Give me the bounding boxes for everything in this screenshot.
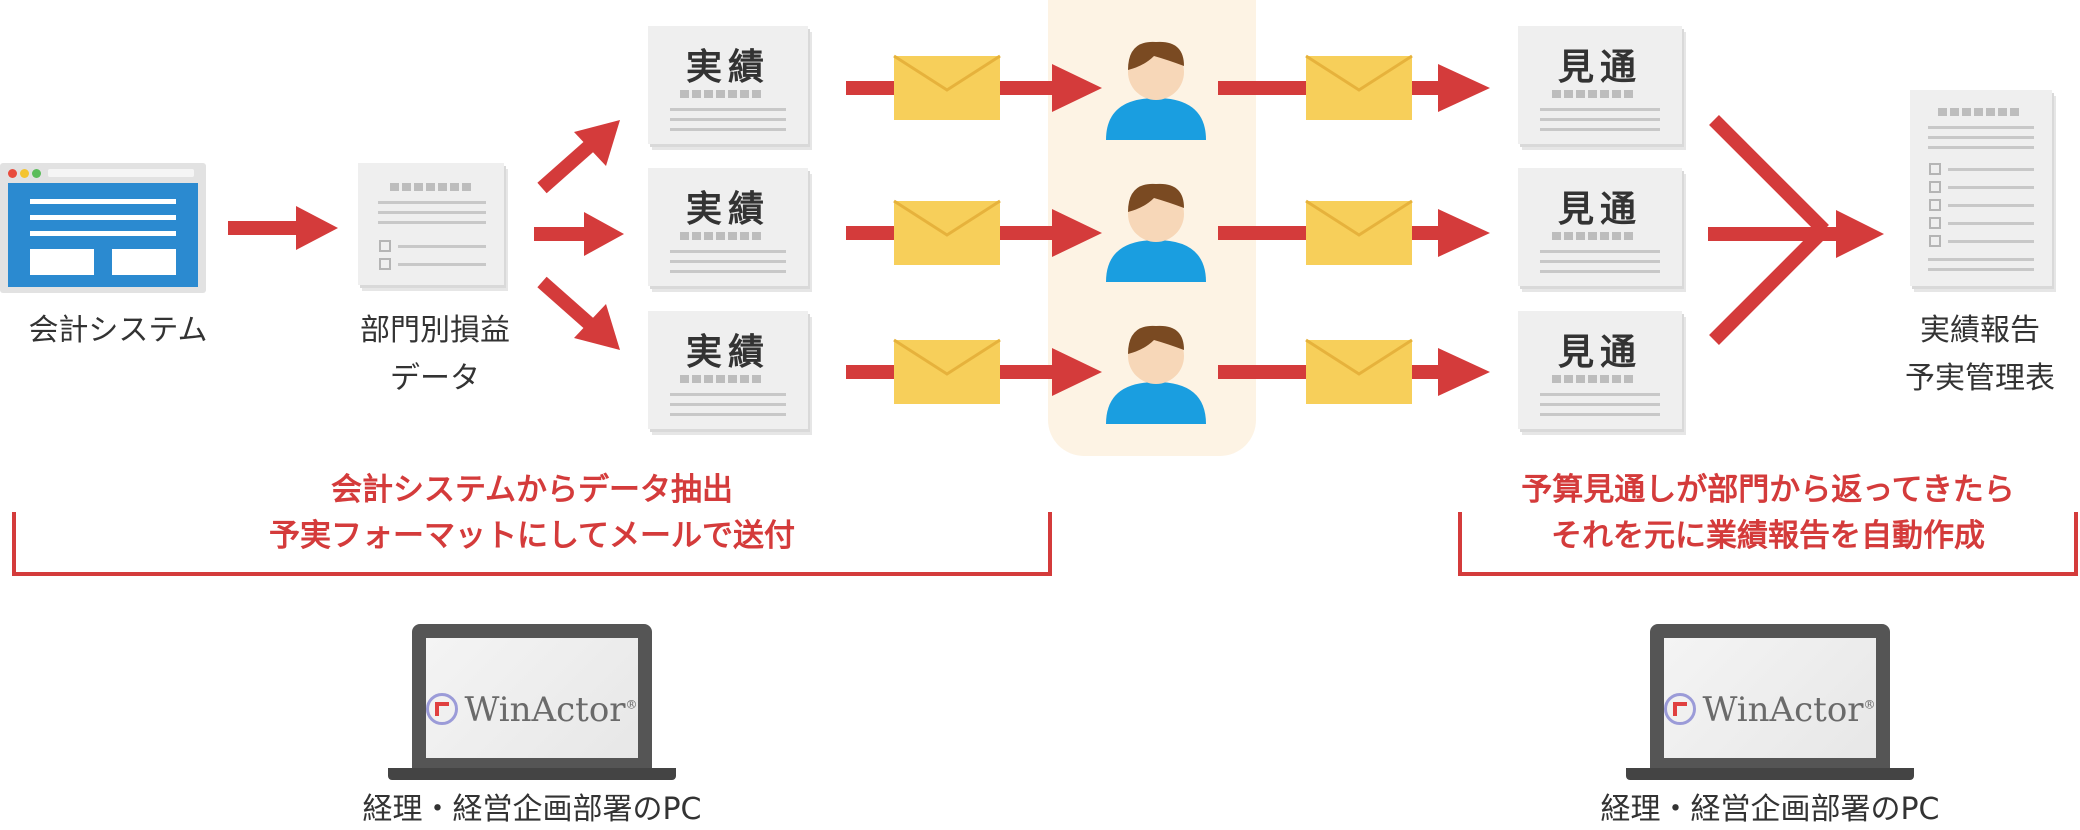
forecast-document-title: 見通 xyxy=(1557,189,1642,230)
actual-document-title: 実績 xyxy=(685,47,770,88)
winactor-logo: WinActor® xyxy=(426,690,638,730)
merge-arrow xyxy=(1708,115,1884,345)
dept-data-document-icon xyxy=(358,163,504,285)
forecast-document-3: 見通 xyxy=(1518,311,1682,429)
dept-data-label-line2: データ xyxy=(390,361,480,396)
actual-document-title: 実績 xyxy=(685,189,770,230)
left-step-line2: 予実フォーマットにしてメールで送付 xyxy=(268,518,796,554)
left-step-line1: 会計システムからデータ抽出 xyxy=(330,472,734,508)
right-step-line2: それを元に業績報告を自動作成 xyxy=(1551,518,1985,554)
mail-arrow-row-3 xyxy=(846,338,1102,404)
report-document-icon xyxy=(1910,90,2052,286)
right-step-line1: 予算見通しが部門から返ってきたら xyxy=(1521,472,2015,508)
actual-document-title: 実績 xyxy=(685,332,770,373)
laptop-icon-right: WinActor® xyxy=(1626,624,1914,782)
forecast-document-2: 見通 xyxy=(1518,168,1682,286)
report-label-line1: 実績報告 xyxy=(1920,313,2040,348)
mail-arrow-row-6 xyxy=(1218,338,1490,404)
laptop-icon-left: WinActor® xyxy=(388,624,676,782)
left-step-bracket xyxy=(12,512,1052,576)
actual-document-2: 実績 xyxy=(648,168,808,286)
mail-arrow-row-4 xyxy=(1218,54,1490,120)
actual-document-1: 実績 xyxy=(648,26,808,144)
winactor-mark-icon xyxy=(1664,693,1697,725)
right-pc-caption: 経理・経営企画部署のPC xyxy=(1600,792,1940,827)
report-label-line2: 予実管理表 xyxy=(1905,361,2055,396)
winactor-mark-icon xyxy=(426,693,459,725)
winactor-logo: WinActor® xyxy=(1664,690,1876,730)
forecast-document-1: 見通 xyxy=(1518,26,1682,144)
accounting-system-label: 会計システム xyxy=(28,313,208,348)
right-step-bracket xyxy=(1458,512,2078,576)
mail-arrow-row-2 xyxy=(846,199,1102,265)
fan-out-arrows xyxy=(534,120,624,350)
forecast-document-title: 見通 xyxy=(1557,47,1642,88)
mail-arrow-row-5 xyxy=(1218,199,1490,265)
left-pc-caption: 経理・経営企画部署のPC xyxy=(362,792,702,827)
browser-window-icon xyxy=(0,163,206,293)
dept-data-label-line1: 部門別損益 xyxy=(360,313,510,348)
person-icon-1 xyxy=(1106,41,1206,140)
actual-document-3: 実績 xyxy=(648,311,808,429)
person-icon-2 xyxy=(1106,183,1206,282)
mail-arrow-row-1 xyxy=(846,54,1102,120)
person-icon-3 xyxy=(1106,325,1206,424)
arrow-system-to-data xyxy=(228,206,338,250)
forecast-document-title: 見通 xyxy=(1557,332,1642,373)
